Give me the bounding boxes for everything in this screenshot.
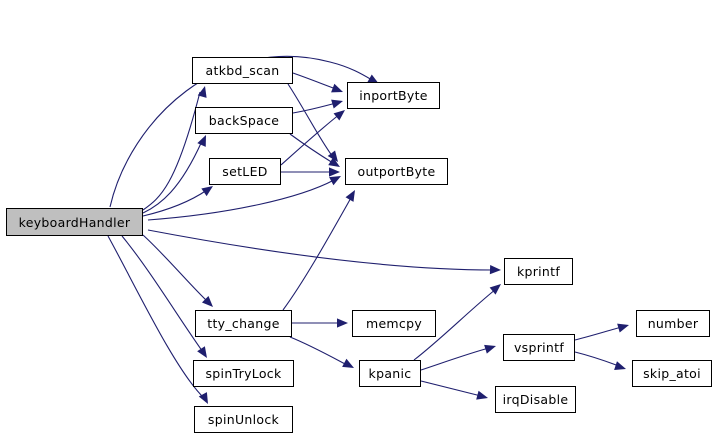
call-edge — [280, 113, 341, 166]
arrow-head-icon — [342, 358, 354, 368]
call-edge — [420, 380, 482, 397]
call-edge — [289, 336, 348, 366]
node-skip_atoi[interactable]: skip_atoi — [632, 360, 712, 387]
node-kpanic[interactable]: kpanic — [359, 360, 421, 387]
arrow-head-icon — [197, 86, 207, 98]
node-label: keyboardHandler — [18, 214, 131, 230]
node-outportByte[interactable]: outportByte — [345, 158, 448, 185]
node-spinTryLock[interactable]: spinTryLock — [193, 360, 294, 387]
arrow-head-icon — [331, 83, 343, 93]
node-keyboardHandler[interactable]: keyboardHandler — [6, 208, 143, 236]
node-label: atkbd_scan — [205, 63, 280, 78]
node-tty_change[interactable]: tty_change — [195, 310, 292, 337]
node-kprintf[interactable]: kprintf — [504, 258, 573, 285]
call-edge — [292, 102, 337, 114]
arrow-head-icon — [329, 167, 340, 177]
node-label: outportByte — [357, 164, 436, 179]
call-edge — [107, 235, 205, 399]
node-vsprintf[interactable]: vsprintf — [503, 334, 575, 361]
call-edge — [142, 140, 203, 214]
arrow-head-icon — [617, 323, 629, 333]
arrow-head-icon — [331, 99, 343, 109]
arrow-head-icon — [333, 110, 345, 121]
node-label: number — [647, 316, 699, 331]
arrow-head-icon — [329, 176, 341, 186]
node-label: spinUnlock — [207, 412, 280, 427]
node-label: setLED — [222, 164, 268, 179]
node-irqDisable[interactable]: irqDisable — [495, 386, 576, 413]
node-label: memcpy — [365, 316, 423, 331]
arrow-head-icon — [328, 157, 340, 167]
call-edge — [420, 347, 490, 371]
node-label: kpanic — [368, 366, 412, 381]
arrow-head-icon — [201, 186, 213, 197]
node-label: inportByte — [359, 88, 428, 103]
arrow-head-icon — [198, 392, 208, 404]
node-label: spinTryLock — [205, 366, 282, 381]
call-edge — [142, 189, 208, 217]
node-setLED[interactable]: setLED — [209, 158, 281, 185]
call-edge — [121, 235, 204, 353]
arrow-head-icon — [197, 346, 207, 358]
node-label: kprintf — [516, 264, 561, 279]
call-edge — [289, 133, 334, 164]
node-label: backSpace — [208, 113, 280, 128]
arrow-head-icon — [201, 295, 213, 307]
arrow-head-icon — [476, 390, 488, 400]
arrow-head-icon — [345, 190, 355, 202]
call-edge — [287, 83, 334, 158]
arrow-head-icon — [489, 265, 501, 275]
node-backSpace[interactable]: backSpace — [195, 107, 293, 134]
node-label: skip_atoi — [643, 366, 701, 381]
node-label: vsprintf — [513, 340, 565, 355]
arrow-head-icon — [484, 344, 496, 354]
node-label: irqDisable — [502, 392, 569, 407]
call-edge — [282, 195, 353, 311]
call-edge — [147, 229, 495, 271]
call-edge — [147, 179, 335, 221]
node-number[interactable]: number — [636, 310, 710, 337]
arrow-head-icon — [614, 361, 626, 370]
arrow-head-icon — [489, 284, 501, 295]
call-edge — [142, 91, 201, 211]
node-spinUnlock[interactable]: spinUnlock — [194, 406, 293, 433]
arrow-head-icon — [337, 318, 348, 328]
arrow-head-icon — [367, 74, 379, 84]
call-edge — [574, 326, 623, 341]
call-edge — [292, 72, 337, 90]
node-atkbd_scan[interactable]: atkbd_scan — [192, 57, 293, 84]
arrow-head-icon — [327, 150, 338, 162]
call-edge — [574, 351, 620, 367]
node-label: tty_change — [207, 316, 280, 331]
call-edge — [413, 288, 497, 361]
node-memcpy[interactable]: memcpy — [352, 310, 436, 337]
call-edge — [142, 234, 209, 303]
node-inportByte[interactable]: inportByte — [347, 82, 440, 109]
arrow-head-icon — [197, 135, 206, 147]
